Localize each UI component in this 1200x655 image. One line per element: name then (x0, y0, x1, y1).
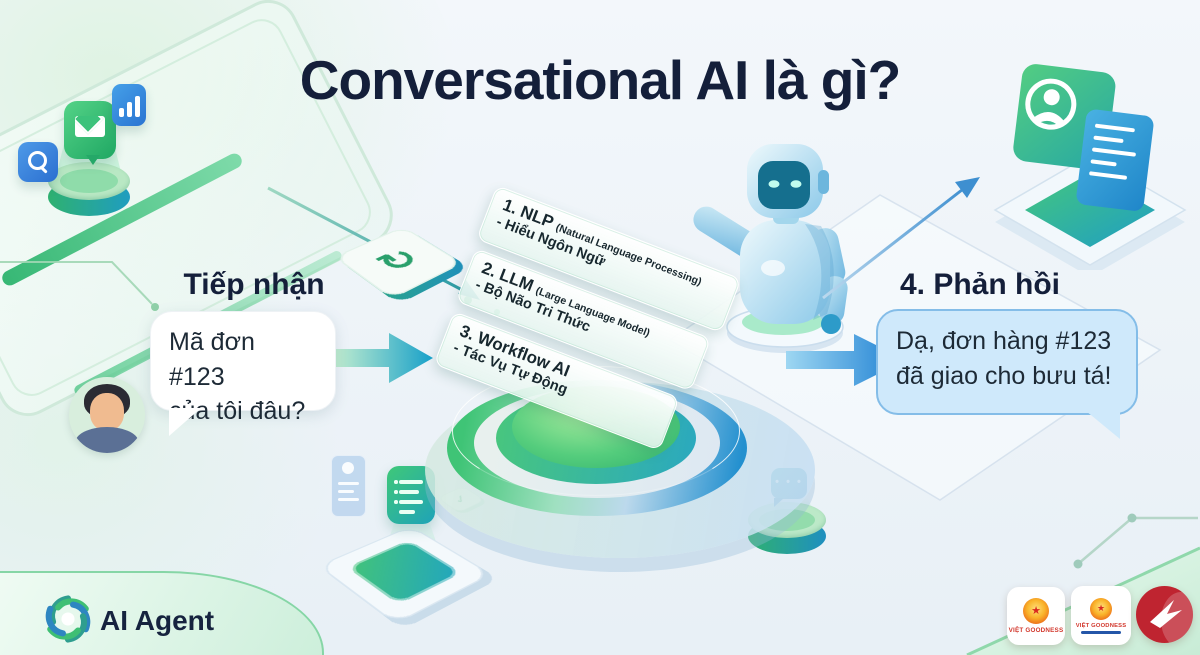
step-heading-output: 4. Phản hồi (899, 268, 1061, 301)
connector-line-left (0, 261, 159, 311)
robot-assistant (693, 144, 848, 353)
ai-reply-bubble: Dạ, đơn hàng #123 đã giao cho bưu tá! (876, 309, 1138, 439)
badge-dove-logo (1136, 586, 1193, 643)
page-title: Conversational AI là gì? (299, 49, 901, 111)
user-avatar (69, 377, 145, 453)
user-message-line2: của tôi đâu? (169, 397, 306, 425)
ai-agent-logo-icon (45, 595, 91, 643)
podium-left (48, 162, 130, 220)
dove-icon (1150, 600, 1182, 628)
step-heading-input: Tiếp nhận (183, 268, 325, 301)
detail-card (1076, 109, 1154, 211)
ai-reply-line1: Dạ, đơn hàng #123 (896, 327, 1112, 355)
badge-viet-goodness-2: ★ VIỆT GOODNESS (1071, 586, 1131, 645)
badge-label: VIỆT GOODNESS (1075, 622, 1127, 629)
user-message-line1: Mã đơn #123 (169, 328, 255, 391)
contact-card (331, 455, 366, 517)
mail-icon (64, 101, 116, 165)
circuit-line-right (1073, 513, 1198, 569)
badge-subline (1081, 630, 1121, 634)
emblem-icon: ★ (1090, 597, 1112, 620)
brand-name: AI Agent (100, 605, 215, 636)
user-message-bubble: Mã đơn #123 của tôi đâu? (150, 311, 336, 436)
badge-viet-goodness-1: ★ VIỆT GOODNESS (1007, 587, 1065, 645)
device-mockup (993, 64, 1187, 270)
emblem-icon: ★ (1023, 598, 1049, 624)
tile-platform (317, 525, 500, 630)
arrow-to-device (822, 177, 980, 300)
bar-chart-icon (112, 84, 146, 126)
badge-label: VIỆT GOODNESS (1008, 627, 1064, 634)
search-icon (18, 142, 58, 182)
ai-reply-line2: đã giao cho bưu tá! (896, 361, 1112, 390)
arrow-input (333, 333, 433, 383)
